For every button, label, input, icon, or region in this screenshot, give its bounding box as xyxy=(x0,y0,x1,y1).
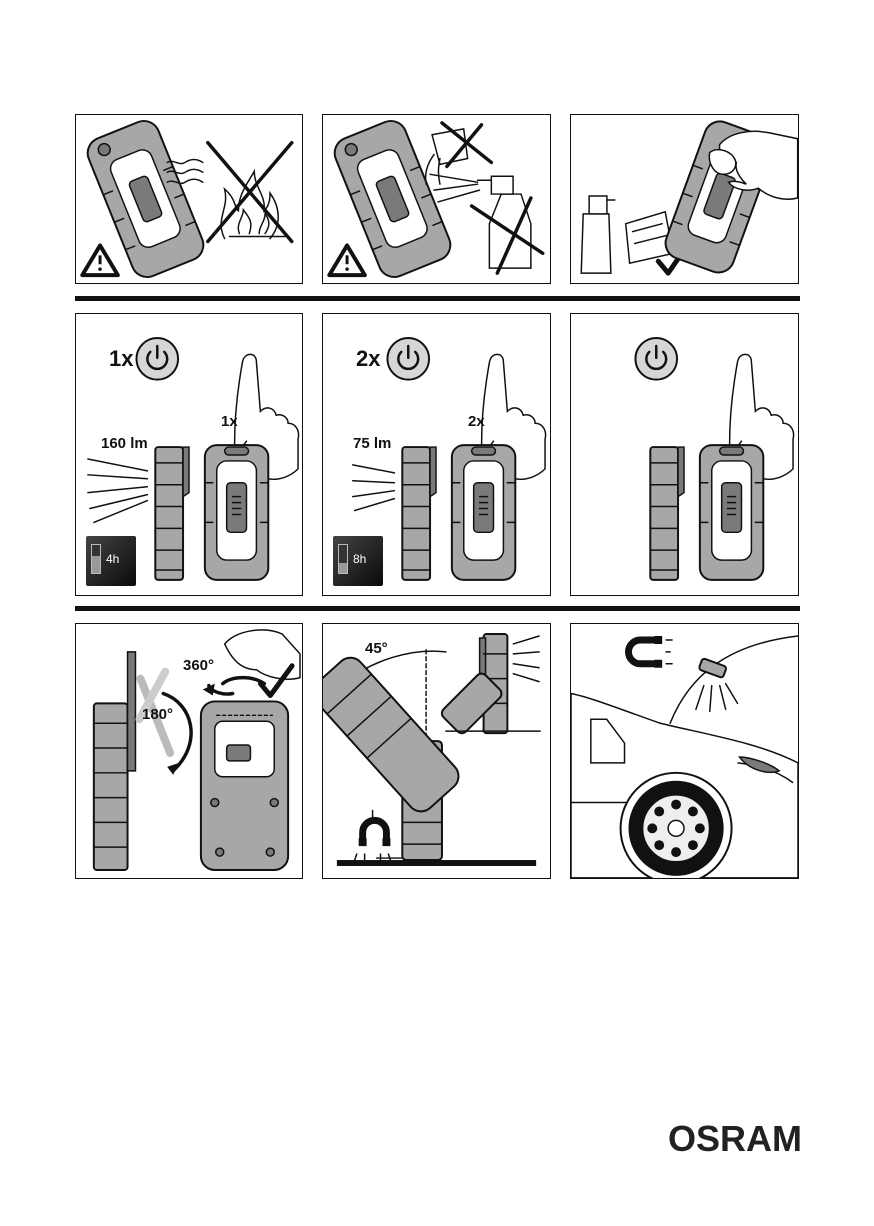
power-icon xyxy=(136,338,178,380)
spray-bottle-icon xyxy=(581,196,615,273)
runtime-badge: 4h xyxy=(86,536,136,586)
press-count-small: 1x xyxy=(221,413,238,430)
battery-icon xyxy=(338,544,348,574)
divider-2 xyxy=(75,606,800,611)
lamp-tilted-base xyxy=(323,652,464,860)
lamp-side-view xyxy=(94,703,128,870)
lamp-side-view xyxy=(402,447,436,580)
hook-rotate-hand xyxy=(203,630,300,695)
lamp-side-view xyxy=(155,447,189,580)
press-count-small: 2x xyxy=(468,413,485,430)
mini-lamp-standing xyxy=(439,634,540,736)
divider-1 xyxy=(75,296,800,301)
rotate-label: 360° xyxy=(183,657,214,674)
brand-logo: OSRAM xyxy=(668,1118,802,1160)
spray-bottle-icon xyxy=(430,174,543,273)
panel-heat-warning xyxy=(75,114,303,284)
magnet-icon xyxy=(628,636,672,668)
lamp-front-view xyxy=(205,445,268,580)
press-count-large: 1x xyxy=(109,346,133,372)
metal-surface xyxy=(337,860,536,866)
magnet-icon xyxy=(355,820,391,860)
power-icon xyxy=(387,338,429,380)
battery-icon xyxy=(91,544,101,574)
press-count-large: 2x xyxy=(356,346,380,372)
fold-label: 180° xyxy=(142,706,173,723)
lumen-output: 160 lm xyxy=(101,435,148,452)
warning-icon xyxy=(82,245,118,275)
lamp-front-view xyxy=(452,445,515,580)
car-wheel xyxy=(621,773,732,878)
tilt-label: 45° xyxy=(365,640,388,657)
cross-icon xyxy=(208,143,292,242)
panel-tilt-magnet: 45° xyxy=(322,623,551,879)
panel-hook-rotate: 360° 180° xyxy=(75,623,303,879)
runtime-badge: 8h xyxy=(333,536,383,586)
panel-mode-1: 1x 1x 160 lm 4h xyxy=(75,313,303,596)
car-hood-open xyxy=(670,636,798,723)
panel-mode-2: 2x 2x 75 lm 8h xyxy=(322,313,551,596)
lamp-back-view xyxy=(201,701,288,870)
panel-liquid-warning xyxy=(322,114,551,284)
panel-mode-off xyxy=(570,313,799,596)
panel-cleaning-ok xyxy=(570,114,799,284)
power-icon xyxy=(635,338,677,380)
panel-car-use xyxy=(570,623,799,879)
warning-icon xyxy=(329,245,365,275)
lamp-front-view xyxy=(700,445,763,580)
runtime-value: 4h xyxy=(106,552,119,566)
lumen-output: 75 lm xyxy=(353,435,391,452)
lamp-side-view xyxy=(650,447,684,580)
runtime-value: 8h xyxy=(353,552,366,566)
